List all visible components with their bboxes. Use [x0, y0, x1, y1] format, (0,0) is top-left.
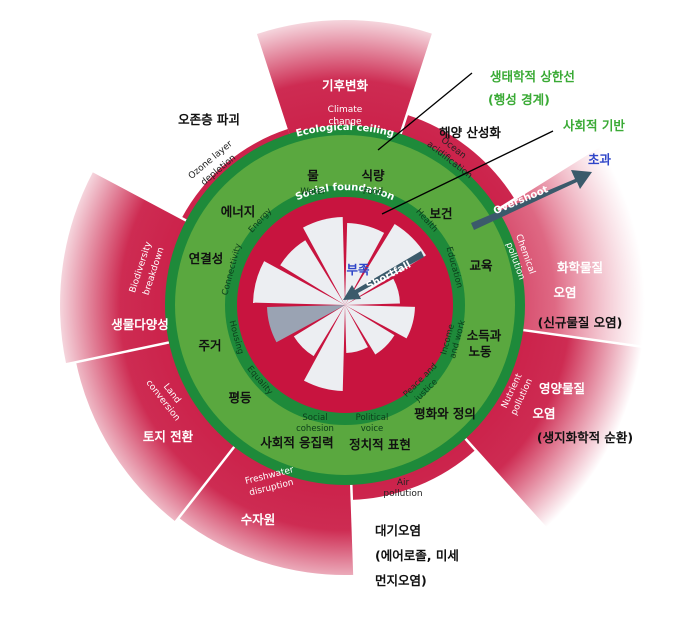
social-ko-political-voice: 정치적 표현 — [349, 437, 411, 452]
sector-separator — [70, 158, 187, 222]
social-ko-income-2: 노동 — [468, 344, 492, 359]
land-conversion-wedge — [76, 340, 241, 522]
sector-separator — [523, 328, 653, 350]
sector-separator — [464, 437, 554, 537]
sector-separator — [350, 484, 358, 615]
social-ko-education: 교육 — [469, 258, 493, 273]
ceiling-annotation-ko-1: 생태학적 상한선 — [490, 69, 575, 84]
shortfall-annotation-ko: 부족 — [346, 262, 370, 277]
shortfall-wedge — [345, 223, 385, 305]
planet-ko-chemical-1: 화학물질 — [557, 260, 603, 275]
shortfall-wedge — [293, 305, 345, 357]
social-en-cohesion-2: cohesion — [296, 424, 334, 434]
shortfall-wedge — [267, 305, 345, 343]
social-ko-equality: 평등 — [228, 390, 252, 405]
sector-separator — [496, 139, 609, 211]
ceiling-leader-line — [377, 72, 473, 151]
social-ko-water: 물 — [307, 168, 319, 183]
social-en-political-1: Political — [356, 413, 389, 423]
planet-en-air-2: pollution — [383, 489, 422, 499]
shortfall-wedge — [303, 305, 345, 391]
ceiling-annotation-ko-2: (행성 경계) — [488, 92, 550, 107]
overshoot-annotation-ko: 초과 — [588, 152, 612, 167]
chemical-pollution-wedge — [489, 146, 645, 347]
shortfall-wedge — [303, 217, 345, 305]
social-ko-energy: 에너지 — [221, 204, 256, 219]
planet-ko-air-1: 대기오염 — [375, 523, 421, 538]
sector-separators — [41, 9, 653, 615]
planet-ko-ocean: 해양 산성화 — [439, 125, 501, 140]
planet-ko-chemical-2: 오염 — [553, 285, 576, 300]
planet-en-air-1: Air — [397, 478, 410, 488]
sector-separator — [399, 9, 442, 135]
planet-ko-air-3: 먼지오염) — [375, 573, 427, 588]
planet-ko-air-2: (에어로졸, 미세 — [375, 548, 459, 563]
social-en-food: Food — [363, 187, 383, 197]
social-ko-health: 보건 — [429, 206, 452, 221]
social-en-water: Water — [300, 187, 326, 197]
planet-ko-ozone: 오존층 파괴 — [178, 112, 240, 127]
planet-ko-nutrient-1: 영양물질 — [539, 381, 585, 396]
shortfall-wedge — [280, 240, 345, 305]
planet-ko-land: 토지 전환 — [143, 429, 194, 444]
social-ko-income-1: 소득과 — [467, 328, 502, 343]
shortfall-wedge — [345, 305, 415, 339]
social-ko-connectivity: 연결성 — [189, 251, 224, 266]
social-en-cohesion-1: Social — [302, 413, 327, 423]
climate-change-wedge — [256, 19, 434, 144]
social-ko-peace: 평화와 정의 — [414, 406, 476, 421]
shortfall-wedge — [253, 261, 345, 305]
planet-en-climate-1: Climate — [328, 105, 363, 115]
shortfall-wedge — [345, 305, 368, 353]
sector-separator — [153, 446, 236, 551]
planet-en-climate-2: change — [328, 117, 362, 127]
shortfall-wedge — [345, 305, 395, 355]
planet-ko-freshwater: 수자원 — [241, 512, 276, 527]
social-en-political-2: voice — [361, 424, 384, 434]
sector-separator — [41, 341, 170, 371]
planet-ko-nutrient-3: (생지화학적 순환) — [537, 430, 633, 445]
foundation-leader-line — [381, 130, 554, 215]
biodiversity-wedge — [60, 171, 195, 365]
social-ko-housing: 주거 — [198, 338, 221, 353]
foundation-annotation-ko: 사회적 기반 — [563, 118, 625, 133]
planet-ko-nutrient-2: 오염 — [532, 406, 555, 421]
planet-ko-climate: 기후변화 — [322, 78, 369, 93]
planet-ko-biodiversity: 생물다양성 — [111, 317, 169, 332]
planet-ko-chemical-3: (신규물질 오염) — [538, 315, 623, 330]
social-ko-social-cohesion: 사회적 응집력 — [260, 435, 333, 450]
social-ko-food: 식량 — [361, 168, 385, 183]
